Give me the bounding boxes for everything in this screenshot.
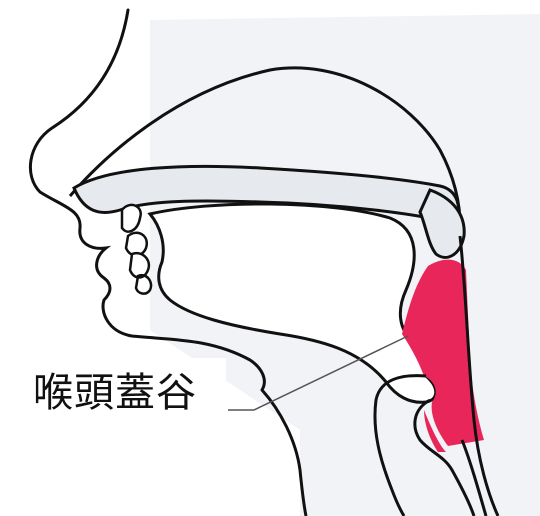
- anatomy-label-box: 喉頭蓋谷: [4, 358, 226, 420]
- upper-teeth: [122, 205, 147, 256]
- lower-teeth: [130, 253, 151, 294]
- anatomy-label: 喉頭蓋谷: [33, 360, 197, 418]
